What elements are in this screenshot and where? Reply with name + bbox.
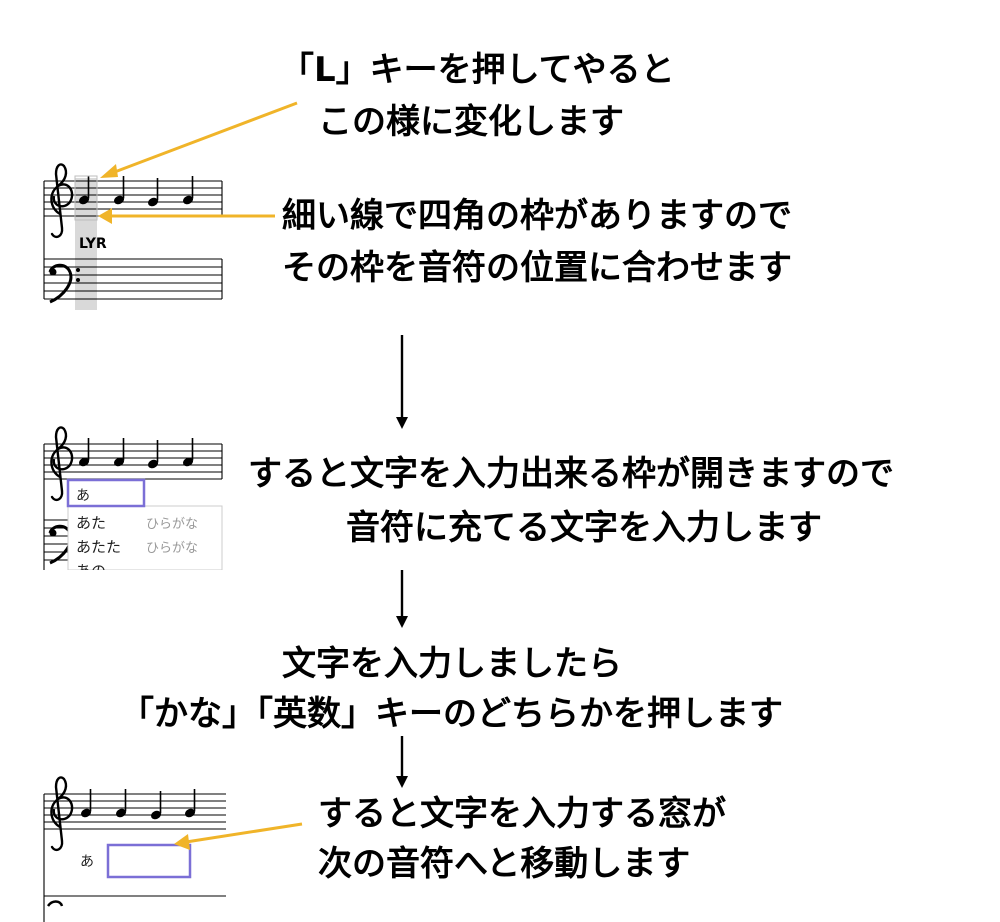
lyric-input-value: あ	[76, 488, 90, 504]
candidate-text[interactable]: あたた	[76, 538, 121, 556]
lyric-cursor-highlight	[75, 178, 97, 310]
bass-clef-icon	[46, 900, 64, 907]
step1-caption-line4: その枠を音符の位置に合わせます	[282, 248, 792, 288]
step1-caption-line3: 細い線で四角の枠がありますので	[282, 196, 792, 236]
note	[76, 437, 92, 469]
ime-candidate-list[interactable]: あた ひらがな あたた ひらがな あの	[67, 505, 223, 580]
step1-caption-line1: 「L」キーを押してやると	[280, 50, 675, 90]
lyric-cursor-box	[74, 175, 98, 221]
note	[180, 437, 196, 469]
step3-caption-line1: 文字を入力しましたら	[282, 644, 622, 684]
treble-clef-icon	[50, 776, 74, 852]
step4-caption-line1: すると文字を入力する窓が	[318, 794, 726, 834]
step4-caption-line2: 次の音符へと移動します	[318, 844, 691, 884]
treble-clef-icon	[50, 163, 74, 239]
note	[111, 437, 127, 469]
step1-caption-line2: この様に変化します	[318, 102, 624, 142]
lyric-input-box[interactable]	[66, 478, 146, 508]
note	[145, 177, 161, 209]
candidate-type: ひらがな	[146, 517, 198, 532]
step1-arrows	[98, 101, 298, 224]
step2-score: あた ひらがな あたた ひらがな あの あ	[40, 426, 240, 584]
lyr-label: LYR	[79, 236, 107, 252]
note	[148, 790, 164, 822]
candidate-text[interactable]: あた	[76, 514, 106, 532]
step4-arrow	[174, 822, 303, 850]
lyric-input-box[interactable]	[106, 843, 192, 879]
entered-lyric: あ	[80, 854, 94, 870]
step2-caption-line2: 音符に充てる文字を入力します	[346, 508, 822, 548]
step2-caption-line1: すると文字を入力出来る枠が開きますので	[248, 454, 894, 494]
step4-score: あ	[43, 776, 226, 922]
step3-caption-line2: 「かな」「英数」キーのどちらかを押します	[120, 694, 783, 734]
candidate-type: ひらがな	[146, 541, 198, 556]
step1-score: LYR	[43, 163, 223, 310]
